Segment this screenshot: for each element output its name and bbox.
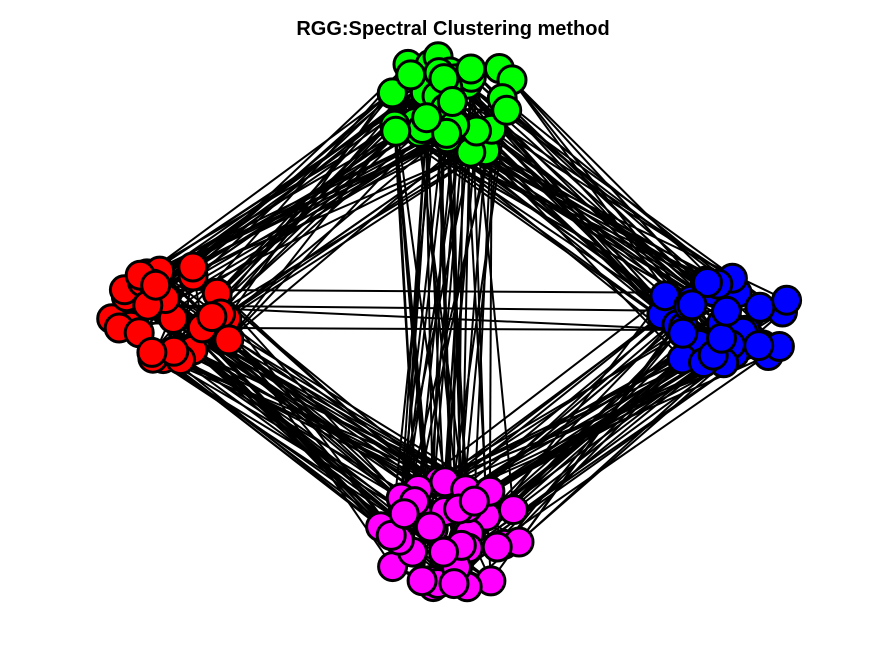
edge-green-blue: [454, 124, 760, 347]
green-node: [376, 77, 408, 109]
edge-red-blue: [147, 304, 743, 334]
edge-green-red: [228, 130, 478, 341]
edge-green-magenta: [409, 74, 471, 534]
edge-blue-magenta: [465, 354, 769, 491]
edge-green-magenta: [391, 92, 418, 513]
edge-blue-magenta: [489, 352, 735, 493]
edge-green-red: [192, 121, 416, 277]
red-node: [213, 324, 245, 356]
red-node: [140, 269, 172, 301]
blue-node: [711, 295, 742, 327]
green-node: [380, 115, 412, 147]
edge-red-blue: [147, 304, 727, 313]
blue-node: [743, 330, 775, 362]
green-node: [431, 117, 463, 149]
red-node: [196, 301, 228, 333]
magenta-node: [414, 511, 446, 543]
edge-green-magenta: [403, 98, 504, 514]
blue-node: [771, 284, 803, 316]
green-node: [411, 102, 443, 134]
green-node: [491, 94, 523, 126]
magenta-node: [388, 498, 420, 530]
red-node: [177, 251, 209, 283]
edge-green-magenta: [402, 79, 435, 510]
graph-nodes: [96, 41, 803, 603]
green-node: [436, 86, 468, 117]
edge-red-blue: [150, 288, 738, 295]
magenta-node: [481, 531, 513, 563]
blue-node: [744, 291, 776, 323]
green-node: [455, 53, 487, 85]
blue-node: [706, 322, 737, 354]
blue-node: [691, 267, 723, 298]
magenta-node: [458, 485, 490, 517]
edge-green-magenta: [425, 117, 446, 512]
magenta-node: [497, 494, 529, 526]
edge-blue-magenta: [465, 343, 700, 491]
blue-node: [667, 317, 699, 349]
magenta-node: [406, 565, 438, 597]
green-node: [395, 59, 427, 91]
edge-blue-magenta: [503, 343, 700, 545]
blue-node: [676, 289, 708, 321]
edge-red-blue: [202, 326, 746, 332]
red-node: [136, 336, 168, 368]
magenta-node: [438, 568, 470, 600]
edge-green-magenta: [488, 129, 493, 492]
magenta-node: [428, 536, 459, 568]
